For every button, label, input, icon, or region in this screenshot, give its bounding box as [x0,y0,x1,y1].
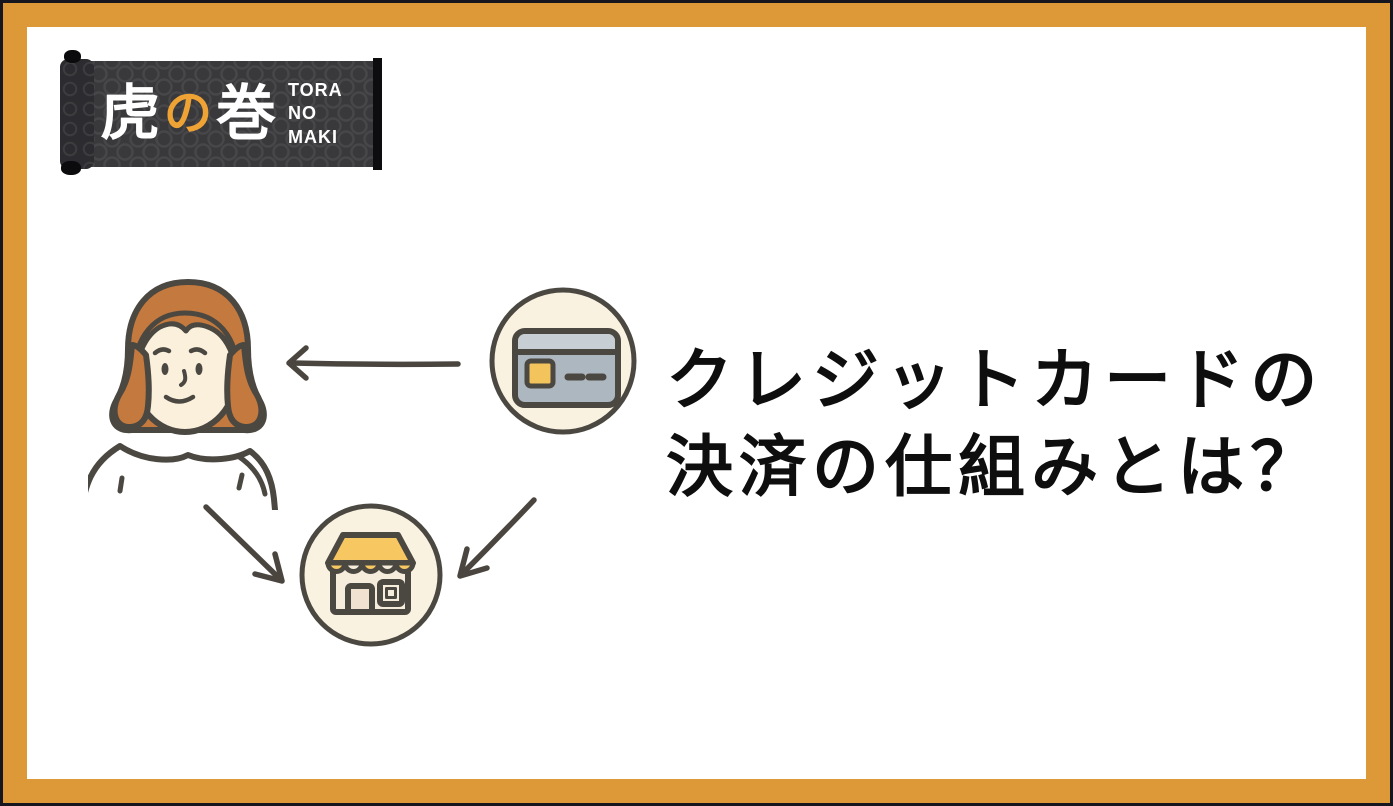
awning-scallop-1 [325,560,348,574]
nose [179,369,188,387]
eye-right [195,363,203,375]
store-window [377,579,405,607]
page-title: クレジットカードの 決済の仕組みとは？ [666,337,1323,511]
logo-kanji-no: の [164,87,213,140]
awning-scallop-5 [393,560,416,574]
shirt [88,443,279,510]
store-awning [325,532,416,566]
woman-customer-illustration [88,279,279,510]
eye-left [161,363,169,375]
store-window-inner [385,587,397,599]
storefront-icon [299,503,443,647]
arrow-card-to-store [457,497,537,579]
arm-line [235,453,268,497]
bangs [131,310,241,380]
mouth [163,394,196,404]
title-line-2: 決済の仕組みとは？ [666,430,1324,505]
content-area: 虎 の 巻 TORA NO MAKI [27,27,1366,779]
scroll-knob-top [64,50,81,63]
scroll-knob-bottom [61,161,81,175]
logo-kanji-tora: 虎 [100,80,160,147]
awning-scallop-4 [376,560,399,574]
hand-dash-right [236,472,245,491]
title-line-1: クレジットカードの [666,343,1324,418]
hand-dash-left [117,475,125,494]
logo-kanji-maki: 巻 [216,80,277,147]
card-stripe [518,334,615,349]
awning-scallop-2 [342,560,365,574]
hair-lock-right [224,342,265,430]
card-chip [524,358,556,389]
store-door [345,583,375,615]
scroll-right-roll [373,58,382,170]
eyebrow-left [152,347,172,356]
arrow-customer-to-store [203,504,285,584]
orange-frame: 虎 の 巻 TORA NO MAKI [3,3,1390,803]
eyebrow-right [188,347,208,356]
arrow-card-to-customer [286,345,461,381]
hair-lock-left [111,342,152,430]
awning-scallop-3 [359,560,382,574]
credit-card-icon [489,287,637,435]
scroll-body: 虎 の 巻 TORA NO MAKI [86,61,374,167]
scroll-left-roll [60,59,94,169]
logo-romaji: TORA NO MAKI [288,79,343,147]
toranomaki-logo: 虎 の 巻 TORA NO MAKI [60,50,382,175]
